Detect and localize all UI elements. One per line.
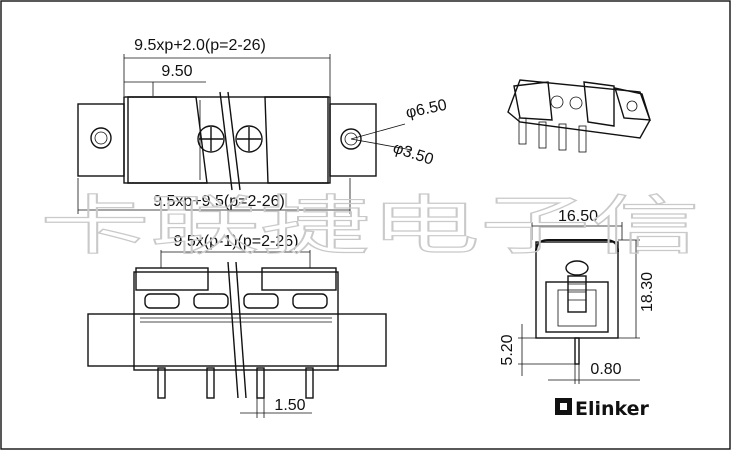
break-line-1 bbox=[219, 91, 233, 191]
iso-cover-left bbox=[513, 81, 553, 121]
screw-right bbox=[235, 125, 263, 153]
mount-length-label: 9.5xp+9.5(p=2-26) bbox=[153, 193, 285, 210]
overall-length-label: 9.5xp+2.0(p=2-26) bbox=[134, 37, 266, 54]
right-hole-outer bbox=[340, 128, 362, 150]
clamp-1 bbox=[144, 293, 180, 309]
side-screw-thread bbox=[567, 275, 587, 313]
front-cover-right bbox=[261, 267, 337, 291]
left-flange bbox=[77, 103, 125, 177]
side-screw-head bbox=[565, 260, 589, 276]
pin-4 bbox=[305, 367, 314, 399]
watermark-text: 卡联捷电子信 bbox=[40, 190, 700, 264]
screw-left bbox=[197, 125, 225, 153]
left-hole-inner bbox=[94, 131, 108, 145]
span-label: 9.5x(p-1)(p=2-26) bbox=[174, 233, 299, 250]
hole-large-label: φ6.50 bbox=[404, 97, 448, 122]
front-body bbox=[133, 271, 339, 371]
pin-3 bbox=[256, 367, 265, 399]
pitch-label: 9.50 bbox=[161, 63, 192, 80]
side-view: 16.50 18.30 5.20 0.80 bbox=[499, 208, 656, 384]
brand-name: Elinker bbox=[575, 398, 650, 420]
iso-cover-right bbox=[583, 81, 615, 127]
pin-2 bbox=[206, 367, 215, 399]
pin-width-label: 1.50 bbox=[274, 397, 305, 414]
iso-pin-4 bbox=[578, 125, 587, 153]
iso-hole bbox=[626, 100, 638, 112]
clamp-2 bbox=[193, 293, 229, 309]
side-cover bbox=[535, 239, 619, 253]
iso-view bbox=[507, 79, 651, 153]
front-break-2 bbox=[235, 261, 247, 399]
iso-pin-2 bbox=[538, 121, 547, 149]
hole-small-label: φ3.50 bbox=[391, 140, 436, 169]
side-pin bbox=[574, 337, 580, 365]
side-housing bbox=[545, 281, 609, 333]
front-view: 9.5x(p-1)(p=2-26) 1.50 bbox=[87, 233, 387, 418]
right-flange bbox=[329, 103, 377, 177]
front-base bbox=[87, 313, 387, 367]
height-label: 18.30 bbox=[639, 272, 656, 312]
left-cover bbox=[127, 96, 208, 184]
break-line-2 bbox=[227, 91, 241, 191]
iso-pin-3 bbox=[558, 123, 567, 151]
front-break-1 bbox=[227, 261, 239, 399]
brand-logo: Elinker bbox=[555, 398, 650, 420]
front-cover-left bbox=[135, 267, 209, 291]
top-view: 9.5xp+2.0(p=2-26) 9.50 φ6.50 φ3.50 9.5xp… bbox=[77, 37, 449, 214]
pin-length-label: 5.20 bbox=[499, 334, 516, 365]
pin-thickness-label: 0.80 bbox=[590, 361, 621, 378]
iso-flange bbox=[613, 87, 651, 121]
iso-pin-1 bbox=[518, 117, 527, 145]
width-label: 16.50 bbox=[558, 208, 598, 225]
brand-logo-mark-inner bbox=[560, 403, 567, 410]
hole-leader-large bbox=[350, 123, 406, 140]
right-hole-inner bbox=[344, 132, 358, 146]
iso-screw-2 bbox=[569, 96, 583, 110]
pin-1 bbox=[157, 367, 166, 399]
left-hole-outer bbox=[90, 127, 112, 149]
top-body bbox=[123, 96, 331, 184]
clamp-4 bbox=[292, 293, 328, 309]
hole-leader-small bbox=[350, 138, 413, 151]
right-cover bbox=[264, 96, 329, 184]
clamp-3 bbox=[243, 293, 279, 309]
side-cavity bbox=[557, 289, 597, 327]
iso-screw-1 bbox=[550, 95, 564, 109]
